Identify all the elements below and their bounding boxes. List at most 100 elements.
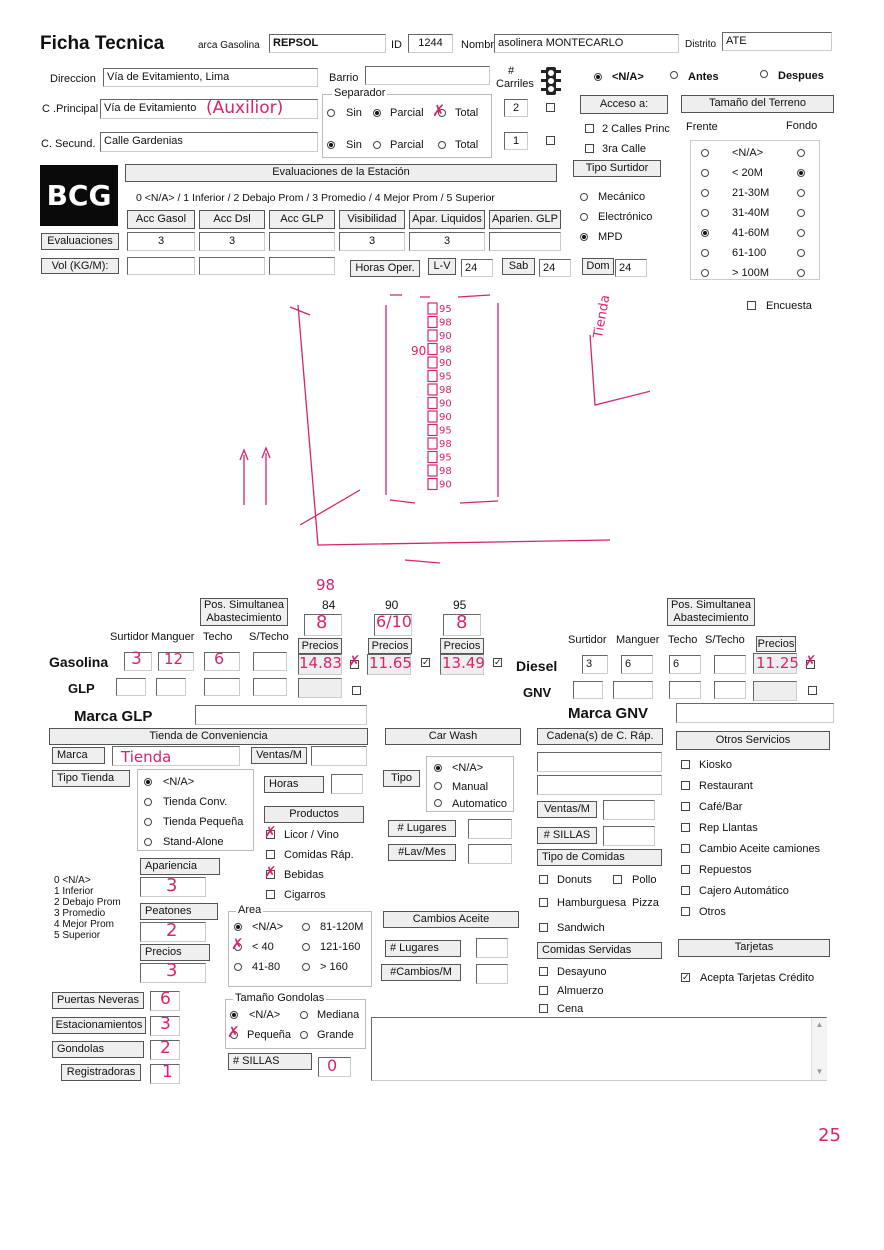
- estacionamientos-field[interactable]: [150, 1016, 180, 1036]
- frente-radio-1[interactable]: [701, 169, 709, 177]
- gnv-precio-check[interactable]: [808, 686, 817, 695]
- carriles-check-2[interactable]: [546, 136, 555, 145]
- precio-84-check[interactable]: [350, 660, 359, 669]
- marca-gnv-field[interactable]: [676, 703, 834, 723]
- precio-95-field[interactable]: [440, 654, 484, 675]
- donuts-check[interactable]: [539, 875, 548, 884]
- otros-check-2[interactable]: [681, 802, 690, 811]
- registradoras-field[interactable]: [150, 1064, 180, 1084]
- sep2-total-radio[interactable]: [438, 141, 446, 149]
- pos-95-field[interactable]: [443, 614, 481, 636]
- eval-value-0[interactable]: 3: [127, 232, 195, 251]
- sab-field[interactable]: 24: [539, 259, 571, 277]
- fondo-radio-0[interactable]: [797, 149, 805, 157]
- cadena-field-1[interactable]: [537, 752, 662, 772]
- calle3-check[interactable]: [585, 144, 594, 153]
- mecanico-radio[interactable]: [580, 193, 588, 201]
- glp-field-4[interactable]: [253, 678, 287, 696]
- gas-techo-field[interactable]: [204, 652, 240, 671]
- gondolas-field[interactable]: [150, 1040, 180, 1060]
- cadena-sillas-field[interactable]: [603, 826, 655, 846]
- carriles-check-1[interactable]: [546, 103, 555, 112]
- dom-field[interactable]: 24: [615, 259, 647, 277]
- gond-pequena-radio[interactable]: [230, 1031, 238, 1039]
- tienda-horas-field[interactable]: [331, 774, 363, 794]
- glp-field-3[interactable]: [204, 678, 240, 696]
- gas-stecho-field[interactable]: [253, 652, 287, 671]
- cadena-ventas-field[interactable]: [603, 800, 655, 820]
- otros-check-1[interactable]: [681, 781, 690, 790]
- tipo-tienda-radio-0[interactable]: [144, 778, 152, 786]
- distrito-field[interactable]: ATE: [722, 32, 832, 51]
- csecund-field[interactable]: Calle Gardenias: [100, 132, 318, 152]
- cena-check[interactable]: [539, 1004, 548, 1013]
- sep1-parcial-radio[interactable]: [373, 109, 381, 117]
- fondo-radio-5[interactable]: [797, 249, 805, 257]
- area-radio-3[interactable]: [302, 923, 310, 931]
- pos-84-field[interactable]: [304, 614, 342, 636]
- precio-95-check[interactable]: ✓: [493, 657, 502, 667]
- horas-oper-button[interactable]: Horas Oper.: [350, 260, 420, 277]
- marca-gasolina-field[interactable]: REPSOL: [269, 34, 386, 53]
- frente-radio-3[interactable]: [701, 209, 709, 217]
- eval-value-5[interactable]: [489, 232, 561, 251]
- peatones-field[interactable]: [140, 922, 206, 942]
- glp-precio-field[interactable]: [298, 678, 342, 698]
- fondo-radio-1[interactable]: [797, 169, 805, 177]
- tipo-tienda-radio-1[interactable]: [144, 798, 152, 806]
- frente-radio-5[interactable]: [701, 249, 709, 257]
- tipo-tienda-radio-3[interactable]: [144, 838, 152, 846]
- gnv-field-2[interactable]: [613, 681, 653, 699]
- gas-manguer-field[interactable]: [158, 652, 194, 671]
- tipo-surtidor-header[interactable]: Tipo Surtidor: [573, 160, 661, 177]
- eval-value-1[interactable]: 3: [199, 232, 265, 251]
- status-antes-radio[interactable]: [670, 71, 678, 79]
- gnv-precio-field[interactable]: [753, 681, 797, 701]
- eval-value-3[interactable]: 3: [339, 232, 405, 251]
- otros-check-5[interactable]: [681, 865, 690, 874]
- otros-check-4[interactable]: [681, 844, 690, 853]
- fondo-radio-2[interactable]: [797, 189, 805, 197]
- sep1-sin-radio[interactable]: [327, 109, 335, 117]
- vol-field-2[interactable]: [199, 257, 265, 275]
- area-radio-2[interactable]: [234, 963, 242, 971]
- sep2-sin-radio[interactable]: [327, 141, 335, 149]
- electronico-radio[interactable]: [580, 213, 588, 221]
- precio-90-check[interactable]: ✓: [421, 657, 430, 667]
- gond-na-radio[interactable]: [230, 1011, 238, 1019]
- tienda-marca-field[interactable]: [112, 746, 240, 766]
- cadena-field-2[interactable]: [537, 775, 662, 795]
- precios-tienda-field[interactable]: [140, 963, 206, 983]
- diesel-precio-field[interactable]: [753, 653, 797, 674]
- diesel-techo-field[interactable]: 6: [669, 655, 701, 674]
- otros-check-0[interactable]: [681, 760, 690, 769]
- area-radio-0[interactable]: [234, 923, 242, 931]
- area-radio-4[interactable]: [302, 943, 310, 951]
- glp-precio-check[interactable]: [352, 686, 361, 695]
- otros-check-7[interactable]: [681, 907, 690, 916]
- sep1-total-radio[interactable]: [438, 109, 446, 117]
- producto-check-1[interactable]: [266, 850, 275, 859]
- carwash-lugares-field[interactable]: [468, 819, 512, 839]
- diesel-manguer-field[interactable]: 6: [621, 655, 653, 674]
- sandwich-check[interactable]: [539, 923, 548, 932]
- fondo-radio-6[interactable]: [797, 269, 805, 277]
- diesel-surtidor-field[interactable]: 3: [582, 655, 608, 674]
- diesel-precio-check[interactable]: [806, 660, 815, 669]
- vol-field-1[interactable]: [127, 257, 195, 275]
- precio-84-field[interactable]: [298, 654, 342, 675]
- direccion-field[interactable]: Vía de Evitamiento, Lima: [103, 68, 318, 87]
- frente-radio-0[interactable]: [701, 149, 709, 157]
- hamburguesa-check[interactable]: [539, 898, 548, 907]
- gas-surtidor-field[interactable]: [124, 652, 152, 671]
- gnv-field-1[interactable]: [573, 681, 603, 699]
- status-na-radio[interactable]: [594, 73, 602, 81]
- status-despues-radio[interactable]: [760, 70, 768, 78]
- nombre-field[interactable]: asolinera MONTECARLO: [494, 34, 679, 53]
- producto-check-2[interactable]: [266, 870, 275, 879]
- marca-glp-field[interactable]: [195, 705, 367, 725]
- lv-field[interactable]: 24: [461, 259, 493, 277]
- notes-textarea[interactable]: [371, 1017, 827, 1081]
- carwash-manual-radio[interactable]: [434, 782, 442, 790]
- carriles-field-1[interactable]: 2: [504, 99, 528, 117]
